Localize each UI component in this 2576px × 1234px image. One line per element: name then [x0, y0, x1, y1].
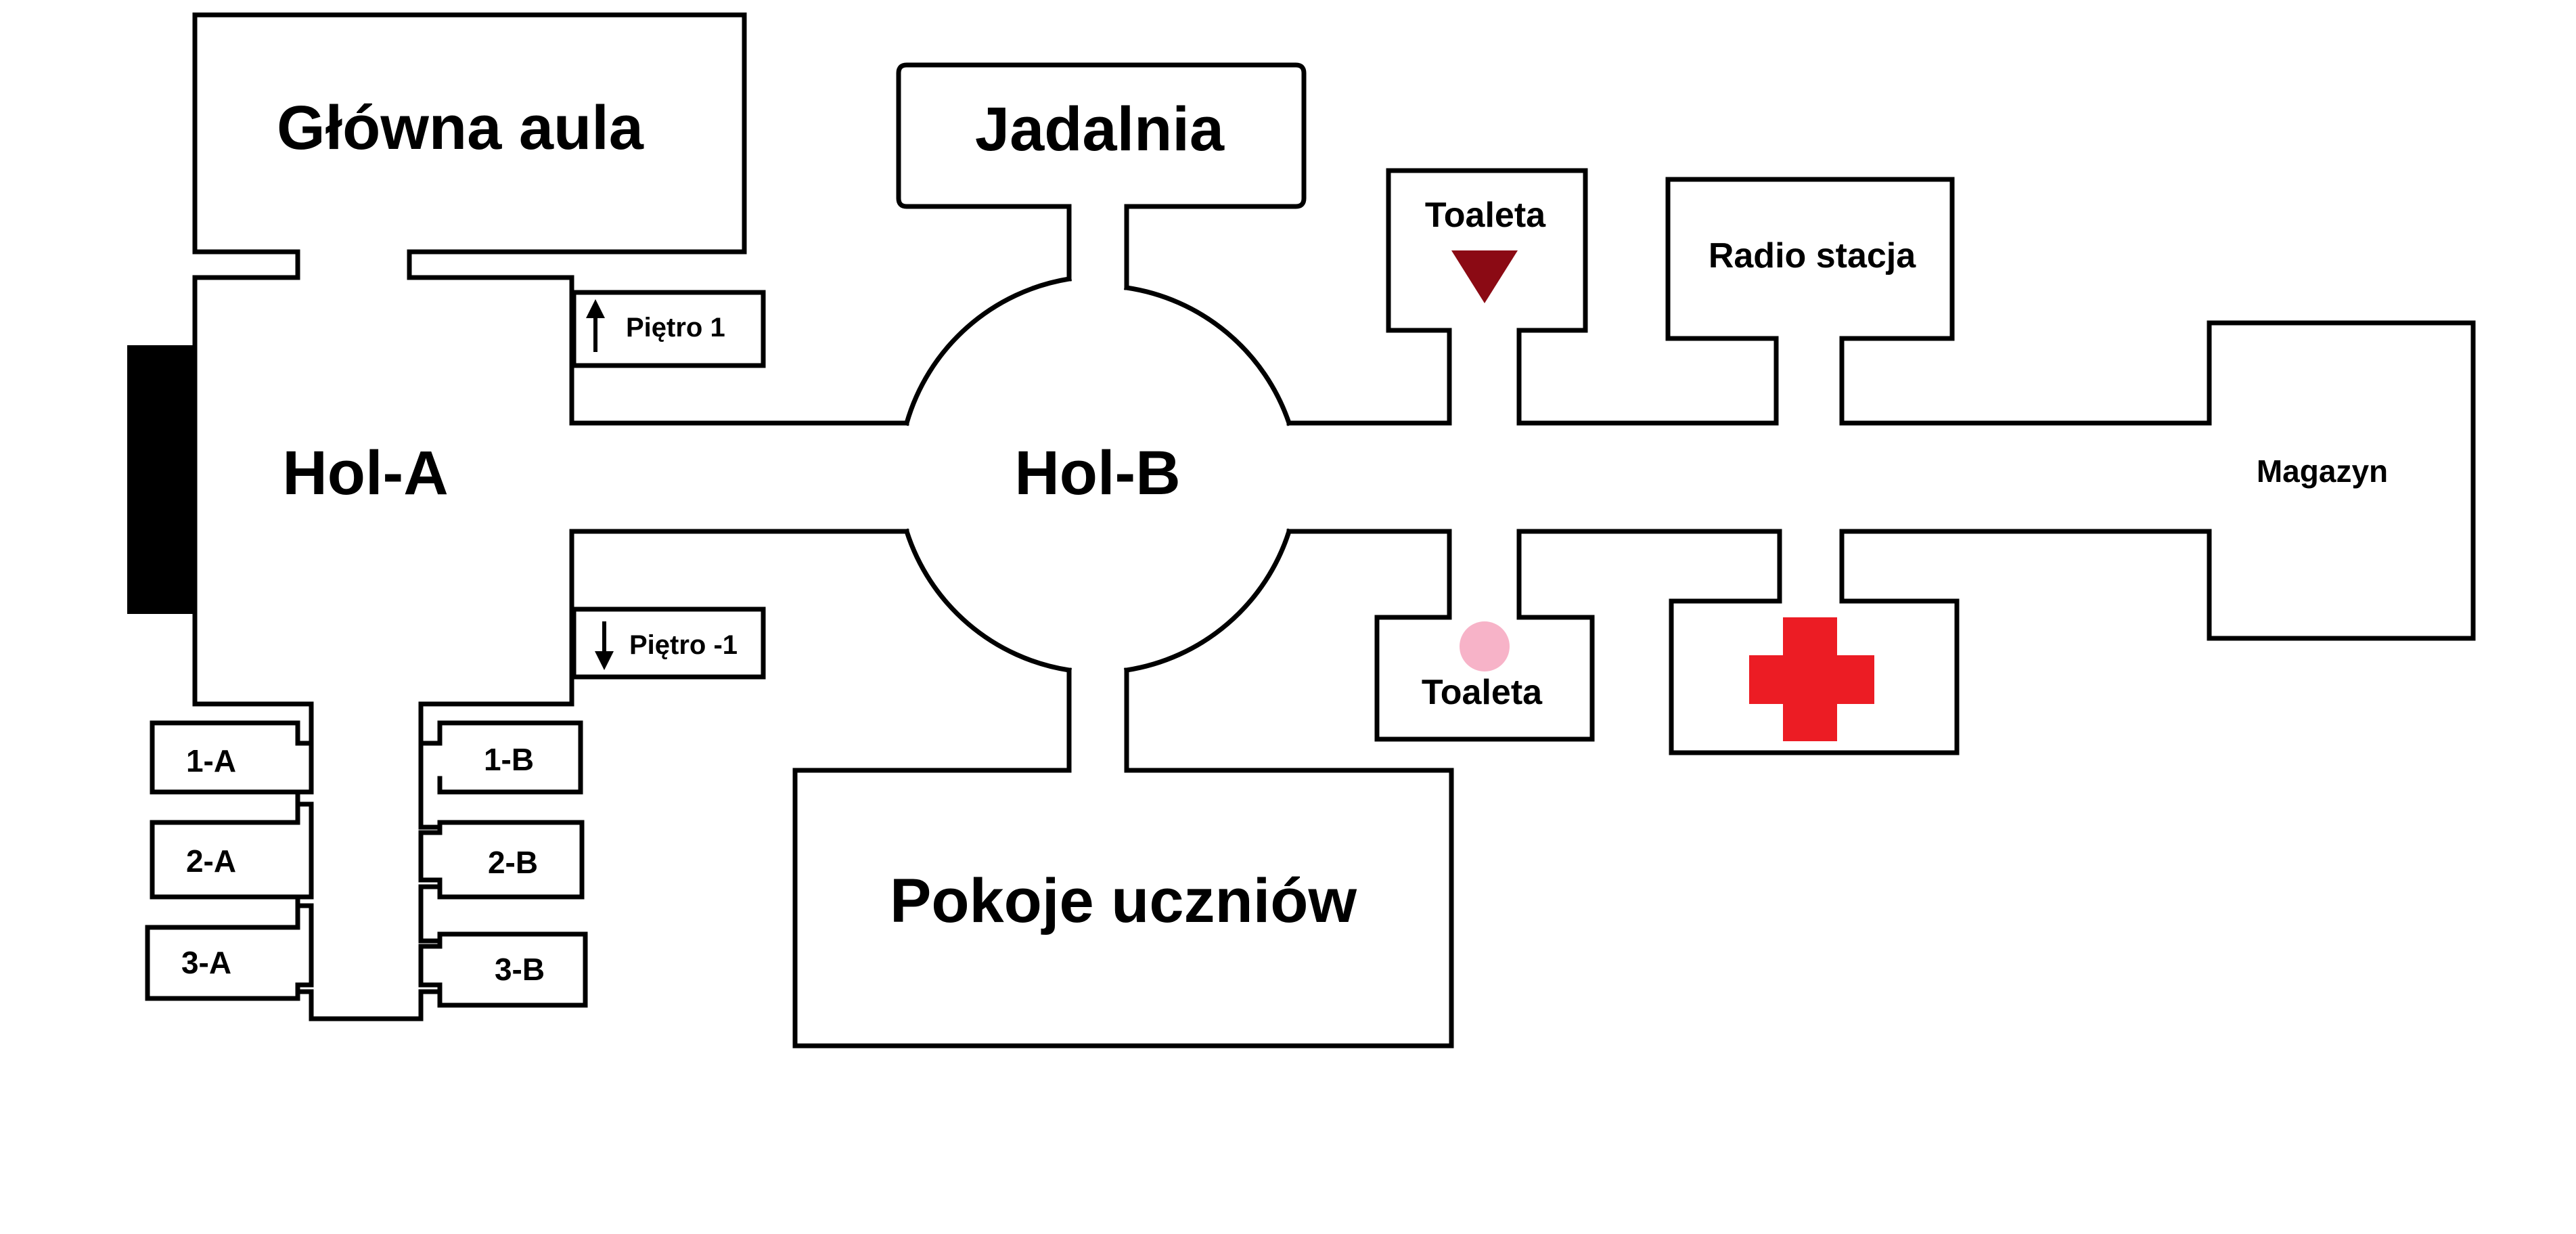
- hall-label-hol-b: Hol-B: [1014, 439, 1180, 508]
- room-label-jadalnia: Jadalnia: [975, 95, 1225, 164]
- room-1b[interactable]: 1-B: [437, 720, 583, 795]
- room-label-glowna-aula: Główna aula: [277, 93, 644, 162]
- room-radio-stacja[interactable]: Radio stacja: [1665, 177, 1955, 426]
- room-3a[interactable]: 3-A: [145, 903, 300, 1001]
- room-jadalnia[interactable]: Jadalnia: [896, 62, 1307, 290]
- room-label-3a: 3-A: [181, 945, 231, 980]
- female-toilet-marker-icon: [1460, 621, 1510, 671]
- room-2b[interactable]: 2-B: [437, 820, 585, 900]
- room-glowna-aula[interactable]: Główna aula: [192, 12, 747, 255]
- room-label-3b: 3-B: [495, 952, 545, 987]
- stairs-down-label: Piętro -1: [629, 630, 738, 660]
- room-label-radio-stacja: Radio stacja: [1709, 236, 1916, 276]
- stairs-up[interactable]: Piętro 1: [571, 290, 766, 368]
- entrance-door-icon[interactable]: [127, 345, 194, 614]
- room-label-1a: 1-A: [186, 743, 236, 778]
- room-magazyn[interactable]: Magazyn: [2207, 320, 2476, 641]
- room-label-pokoje-uczniow: Pokoje uczniów: [890, 866, 1357, 935]
- room-toaleta-top[interactable]: Toaleta: [1386, 168, 1588, 426]
- room-3b[interactable]: 3-B: [437, 931, 588, 1008]
- room-pokoje-uczniow[interactable]: Pokoje uczniów: [792, 667, 1454, 1049]
- room-1a[interactable]: 1-A: [150, 720, 300, 795]
- stairs-down[interactable]: Piętro -1: [571, 607, 766, 680]
- male-toilet-marker-icon: [1451, 250, 1518, 303]
- hall-label-hol-a: Hol-A: [282, 439, 448, 508]
- corridor-rooms: [295, 741, 443, 1021]
- room-toaleta-bottom[interactable]: Toaleta: [1374, 529, 1595, 742]
- arrow-up-icon: [586, 299, 605, 352]
- room-label-2a: 2-A: [186, 843, 236, 879]
- stairs-up-label: Piętro 1: [626, 313, 725, 343]
- first-aid-cross-icon: [1749, 617, 1874, 741]
- room-first-aid[interactable]: [1669, 529, 1960, 755]
- room-label-1b: 1-B: [484, 742, 534, 777]
- hall-hol-b[interactable]: Hol-B: [903, 276, 1292, 673]
- hall-hol-a[interactable]: Hol-A: [192, 249, 909, 746]
- room-label-magazyn: Magazyn: [2257, 454, 2388, 489]
- room-label-toaleta-bottom: Toaleta: [1422, 673, 1543, 712]
- room-label-toaleta-top: Toaleta: [1425, 196, 1546, 235]
- room-label-2b: 2-B: [488, 845, 538, 880]
- east-corridor: [1286, 420, 2212, 534]
- room-2a[interactable]: 2-A: [150, 801, 300, 900]
- arrow-down-icon: [595, 621, 614, 670]
